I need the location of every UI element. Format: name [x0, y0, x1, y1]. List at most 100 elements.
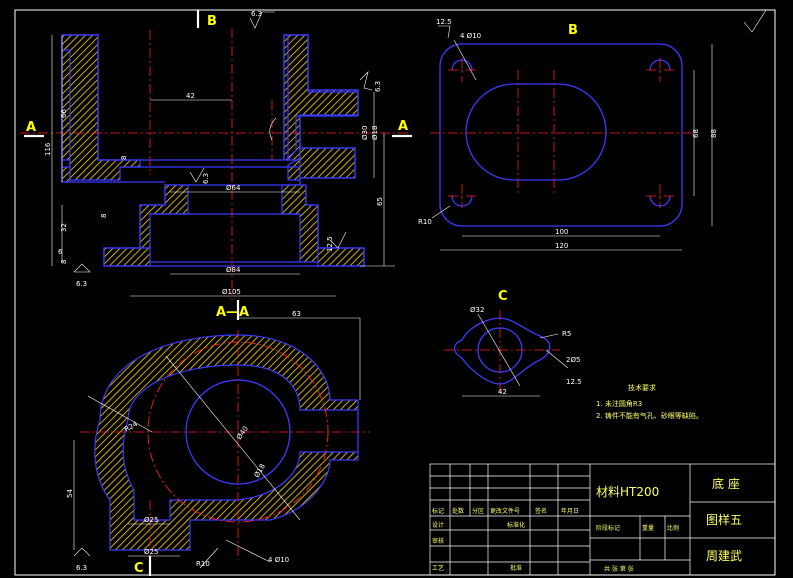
front-section-view: 42 66 116 8 Ø64 8 32 8 Ø84 Ø105 Ø30 Ø18 …	[20, 10, 412, 300]
aa-dim-d25a: Ø25	[144, 516, 158, 524]
section-label-a-left: A	[26, 120, 36, 135]
tb-h-stage: 阶段标记	[596, 524, 620, 532]
dim-116: 116	[44, 142, 52, 156]
plate-slot	[465, 83, 607, 181]
roughness-general-symbol	[743, 9, 767, 33]
plate-outline	[439, 43, 683, 227]
dim-d105: Ø105	[222, 288, 241, 296]
dim-r10: R10	[418, 218, 432, 226]
r10-leader	[431, 205, 451, 219]
aa-r24-leader	[87, 395, 153, 433]
front-break-arc	[269, 117, 277, 141]
roughness-corner: 12.5	[436, 18, 452, 26]
plate-holes: 4 Ø10	[460, 32, 481, 40]
front-base-right	[317, 247, 365, 267]
c-r5: R5	[562, 330, 571, 338]
dim-88: 88	[710, 129, 718, 138]
notes-title: 技术要求	[628, 383, 656, 392]
roughness-bottom: 6.3	[76, 564, 87, 572]
dim-66: 66	[60, 109, 68, 118]
view-b-title: B	[568, 23, 578, 38]
view-aa-title: A—A	[216, 305, 249, 320]
aa-diag-leader-1	[165, 355, 301, 521]
section-label-c-bottom: C	[134, 561, 144, 576]
aa-holes: 4 Ø10	[268, 556, 289, 564]
tb-h-std: 标准化	[507, 521, 525, 529]
general-roughness	[743, 9, 767, 33]
roughness-symbol-top	[249, 11, 275, 29]
roughness-symbol-right	[359, 71, 373, 91]
dim-100: 100	[555, 228, 568, 236]
title-block: 材料HT200 底 座 图样五 周建武 标记 处数 分区 更改文件号 签名 年月…	[429, 463, 776, 576]
tb-h-weight: 重量	[642, 524, 654, 532]
view-c-title: C	[498, 289, 508, 304]
roughness-symbol-corner	[438, 25, 451, 39]
tb-material: 材料HT200	[596, 485, 659, 499]
front-base-left	[103, 247, 151, 267]
tb-h-design: 设计	[432, 521, 444, 529]
front-flange-right	[284, 34, 359, 162]
front-wall-left-inner	[61, 34, 141, 181]
aa-dim-d25b: Ø25	[144, 548, 158, 556]
view-b: B 12.5 4 Ø10 100 120 68 88 R10	[418, 18, 718, 251]
dim-8b: 8	[100, 214, 108, 218]
tb-part-name: 底 座	[712, 476, 740, 491]
aa-r10-leader	[199, 547, 219, 569]
front-boss-right	[299, 147, 356, 179]
dim-8c: 8	[60, 260, 68, 264]
roughness-symbol-base	[73, 263, 91, 273]
c-12-5: 12.5	[566, 378, 582, 386]
c-d32-leader	[477, 313, 521, 387]
tb-h-mark: 标记	[432, 507, 444, 515]
roughness-right: 6.3	[374, 81, 382, 92]
tb-h-sign: 签名	[535, 507, 547, 515]
tb-author: 周建武	[706, 549, 742, 563]
tb-h-process: 工艺	[432, 564, 444, 572]
c-2d5-leader	[545, 349, 569, 369]
tb-h-check: 审核	[432, 537, 444, 545]
notes-line-2: 2. 铸件不能有气孔、砂眼等缺陷。	[596, 411, 703, 420]
dim-d30: Ø30	[361, 126, 369, 140]
c-r5-leader	[539, 333, 559, 339]
tb-drawing-no: 图样五	[706, 512, 742, 527]
tb-h-count: 处数	[452, 507, 464, 515]
dim-d64: Ø64	[226, 184, 241, 192]
roughness-base-right: 12.5	[326, 236, 334, 252]
c-2d5: 2Ø5	[566, 356, 580, 364]
roughness-symbol-mid	[189, 167, 205, 183]
aa-dim-54: 54	[66, 489, 74, 498]
section-aa-view: A—A R24 Ø40 Ø18 63 54 Ø25 Ø25 R10 4 Ø10 …	[66, 300, 370, 576]
aa-cavity	[122, 364, 359, 521]
tb-h-zone: 分区	[472, 507, 484, 515]
section-label-a-right: A	[398, 119, 408, 134]
roughness-symbol-bottom	[73, 547, 91, 557]
dim-6: 6	[58, 248, 63, 256]
dim-65: 65	[376, 197, 384, 206]
dim-68: 68	[692, 129, 700, 138]
holes-leader	[453, 39, 477, 81]
dim-d84: Ø84	[226, 266, 241, 274]
tb-h-doc: 更改文件号	[490, 507, 520, 515]
dim-42: 42	[186, 92, 195, 100]
roughness-symbol-base-right	[329, 231, 347, 249]
dim-32: 32	[60, 223, 68, 232]
c-dim-42: 42	[498, 388, 507, 396]
drawing-frame	[14, 9, 776, 576]
tb-h-scale: 比例	[667, 524, 679, 532]
roughness-mid: 6.3	[202, 173, 210, 184]
section-label-b-top: B	[207, 14, 217, 29]
dim-120: 120	[555, 242, 568, 250]
aa-r10: R10	[196, 560, 210, 568]
technical-notes: 技术要求 1. 未注圆角R3 2. 铸件不能有气孔、砂眼等缺陷。	[596, 383, 703, 420]
roughness-top: 6.3	[251, 10, 262, 18]
notes-line-1: 1. 未注圆角R3	[596, 399, 642, 408]
c-d32: Ø32	[470, 306, 484, 314]
aa-holes-leader	[225, 539, 271, 563]
view-c: C Ø32 R5 2Ø5 12.5 42	[444, 289, 582, 397]
dim-d18: Ø18	[371, 126, 379, 140]
roughness-base: 6.3	[76, 280, 87, 288]
dim-8a: 8	[120, 156, 128, 160]
aa-dim-63: 63	[292, 310, 301, 318]
tb-frame	[429, 463, 776, 576]
